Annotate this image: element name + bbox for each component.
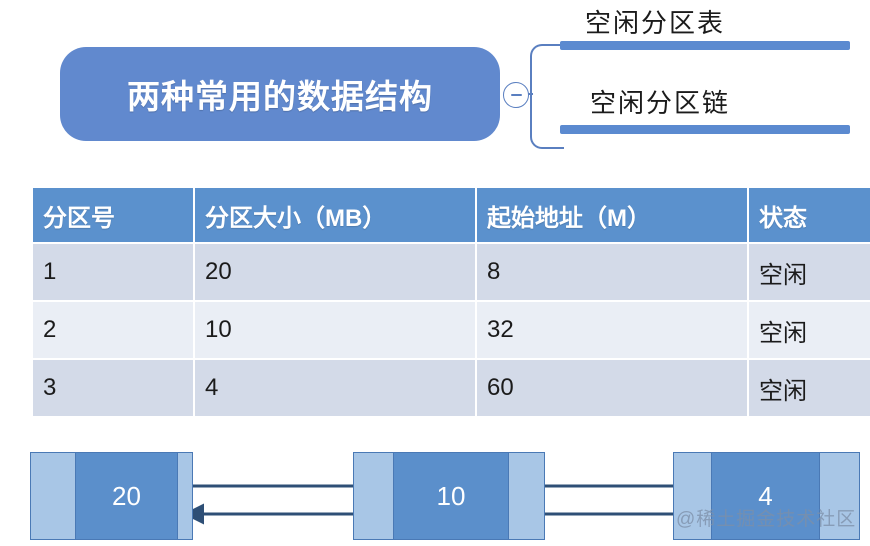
- minus-glyph: [510, 94, 522, 96]
- table-row: 2 10 32 空闲: [33, 302, 870, 358]
- free-partition-chain-diagram: 20 10 4 @稀土掘金技术社区: [0, 446, 870, 546]
- mindmap-root-label: 两种常用的数据结构: [127, 78, 433, 115]
- cell-partition-no: 2: [33, 302, 193, 358]
- branch-label-1: 空闲分区链: [590, 88, 731, 118]
- mindmap-bracket-connector: [530, 44, 564, 149]
- cell-status: 空闲: [749, 244, 870, 300]
- mindmap-region: 两种常用的数据结构 空闲分区表 空闲分区链: [0, 0, 870, 170]
- node-value-cell: 10: [394, 453, 508, 539]
- branch-underline-bar-0: [560, 41, 850, 50]
- node-prev-pointer-cell: [674, 453, 712, 539]
- cell-status: 空闲: [749, 302, 870, 358]
- cell-partition-size: 20: [195, 244, 475, 300]
- watermark-text: @稀土掘金技术社区: [676, 509, 857, 530]
- column-header-start-address: 起始地址（M）: [477, 188, 747, 242]
- mindmap-root-node[interactable]: 两种常用的数据结构: [60, 47, 500, 141]
- cell-start-address: 60: [477, 360, 747, 416]
- cell-partition-size: 10: [195, 302, 475, 358]
- node-value-cell: 4: [712, 453, 819, 539]
- node-value-cell: 20: [76, 453, 177, 539]
- cell-status: 空闲: [749, 360, 870, 416]
- node-prev-pointer-cell: [31, 453, 76, 539]
- cell-partition-size: 4: [195, 360, 475, 416]
- column-header-status: 状态: [749, 188, 870, 242]
- table-row: 1 20 8 空闲: [33, 244, 870, 300]
- column-header-partition-no: 分区号: [33, 188, 193, 242]
- column-header-partition-size: 分区大小（MB）: [195, 188, 475, 242]
- cell-start-address: 32: [477, 302, 747, 358]
- cell-start-address: 8: [477, 244, 747, 300]
- free-partition-table: 分区号 分区大小（MB） 起始地址（M） 状态 1 20 8 空闲 2 10: [31, 186, 870, 416]
- list-item[interactable]: 4: [673, 452, 860, 540]
- collapse-minus-icon[interactable]: [503, 82, 529, 108]
- list-item[interactable]: 10: [353, 452, 545, 540]
- branch-label-0: 空闲分区表: [585, 8, 726, 38]
- cell-partition-no: 1: [33, 244, 193, 300]
- list-item[interactable]: 20: [30, 452, 193, 540]
- table-row: 3 4 60 空闲: [33, 360, 870, 416]
- branch-underline-bar-1: [560, 125, 850, 134]
- node-next-pointer-cell: [177, 453, 192, 539]
- table-header: 分区号 分区大小（MB） 起始地址（M） 状态: [33, 188, 870, 242]
- node-prev-pointer-cell: [354, 453, 394, 539]
- partition-table: 分区号 分区大小（MB） 起始地址（M） 状态 1 20 8 空闲 2 10: [31, 186, 870, 418]
- node-next-pointer-cell: [819, 453, 859, 539]
- cell-partition-no: 3: [33, 360, 193, 416]
- header-row: 分区号 分区大小（MB） 起始地址（M） 状态: [33, 188, 870, 242]
- node-next-pointer-cell: [508, 453, 544, 539]
- table-body: 1 20 8 空闲 2 10 32 空闲 3 4 60 空闲: [33, 244, 870, 416]
